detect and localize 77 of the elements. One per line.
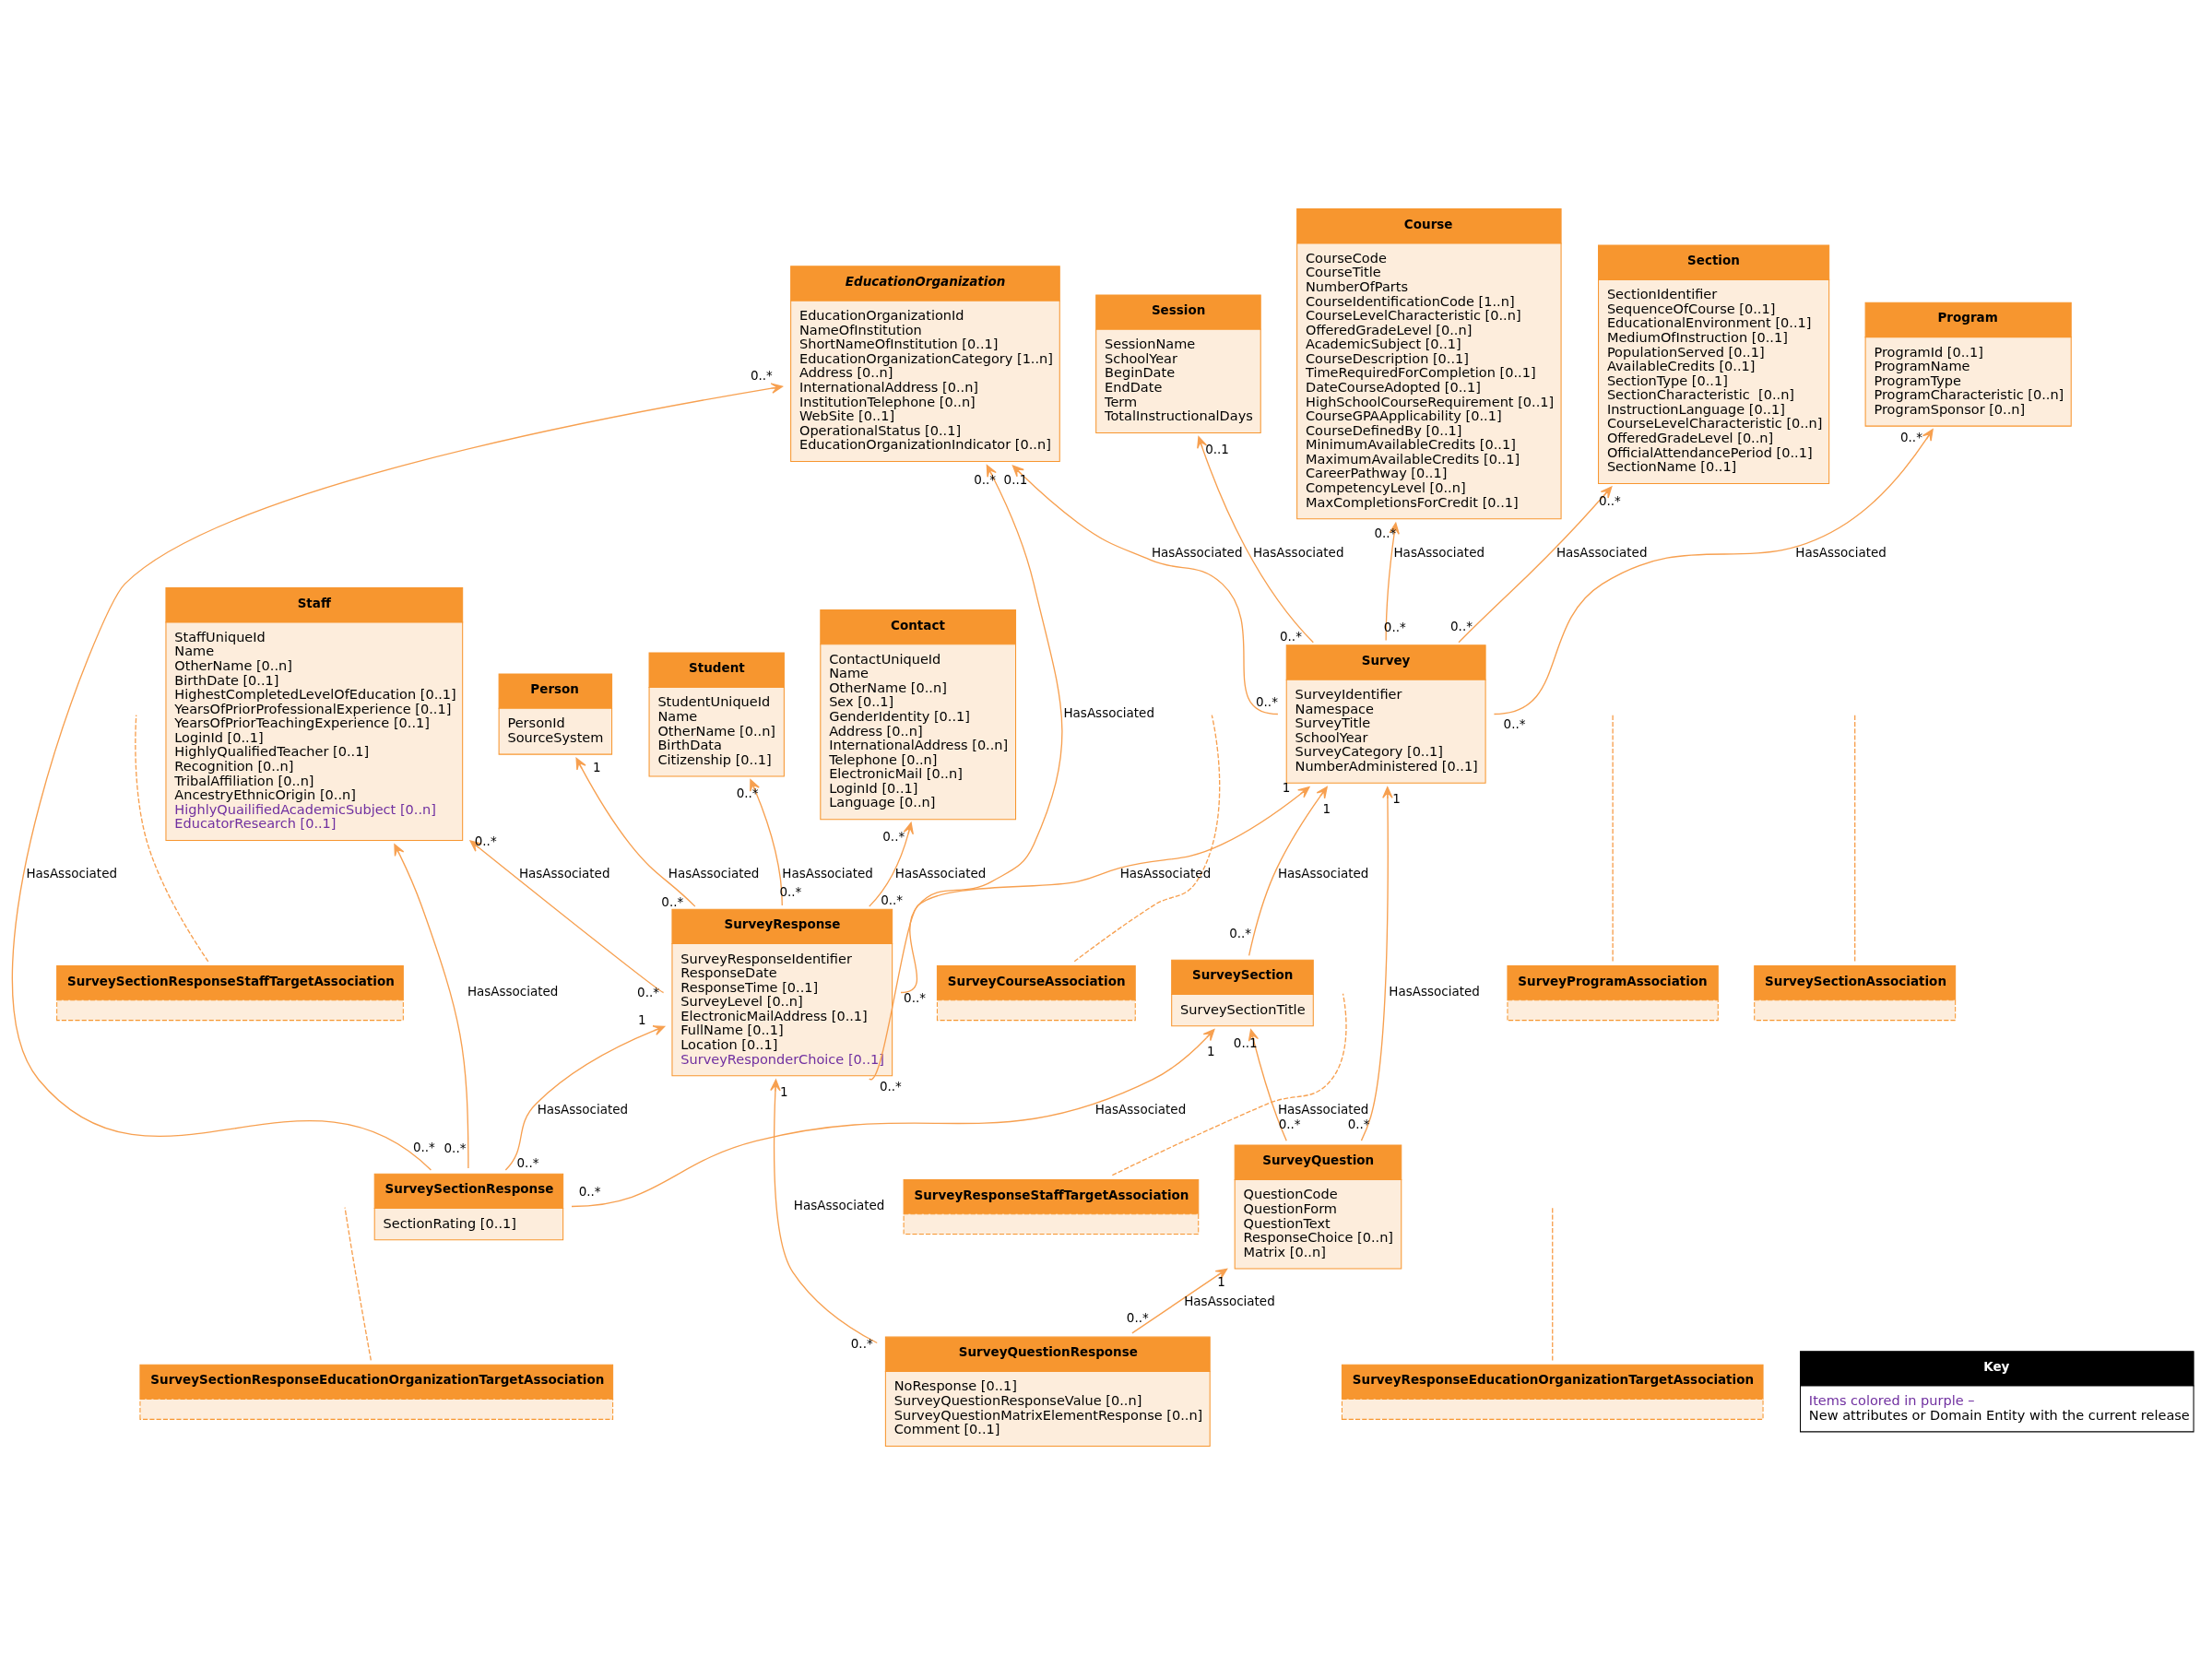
edge-label: HasAssociated <box>1151 544 1242 560</box>
connector <box>134 714 208 963</box>
label: 0..* <box>516 1155 538 1171</box>
edge-label: HasAssociated <box>1392 544 1485 560</box>
label: 0..* <box>1228 925 1251 940</box>
edge-label: HasAssociated <box>1183 1294 1275 1309</box>
edge-label: HasAssociated <box>1252 544 1343 560</box>
connector <box>1611 715 1614 963</box>
label: 1 <box>592 760 601 775</box>
edge-label: HasAssociated <box>1094 1101 1186 1117</box>
label: 0..* <box>1126 1309 1149 1325</box>
label: 0..* <box>636 985 659 1000</box>
arrow <box>1248 1029 1287 1141</box>
label: 0..* <box>1278 1117 1301 1132</box>
label: 1 <box>637 1012 646 1028</box>
arrow <box>1493 429 1934 715</box>
edge-label: HasAssociated <box>25 866 117 881</box>
connector <box>343 1206 372 1362</box>
label: 1 <box>1321 800 1331 816</box>
arrow <box>1248 786 1328 957</box>
label: 1 <box>779 1083 788 1099</box>
label: 0..* <box>1449 618 1473 633</box>
label: 0..* <box>578 1183 601 1199</box>
edge-label: HasAssociated <box>793 1198 884 1212</box>
edge-label: HasAssociated <box>781 866 873 881</box>
label: 0..* <box>1598 493 1621 509</box>
label: 0..* <box>850 1335 873 1351</box>
label: 0..* <box>1279 628 1302 644</box>
edge-label: HasAssociated <box>1277 1101 1368 1117</box>
label: 0..* <box>881 829 905 845</box>
label: 0..1 <box>1233 1034 1258 1050</box>
label: 0..* <box>736 786 759 801</box>
edge-label: HasAssociated <box>1062 705 1154 721</box>
label: 0..* <box>1899 429 1922 444</box>
connector <box>1073 714 1220 963</box>
connector <box>1853 715 1855 963</box>
label: 0..* <box>880 893 903 908</box>
arrow <box>1130 1268 1227 1334</box>
edge-label: HasAssociated <box>1277 866 1368 881</box>
label: 0..* <box>412 1139 435 1154</box>
arrow <box>868 822 914 907</box>
label: 0..* <box>1503 715 1525 731</box>
arrow <box>574 757 696 907</box>
connector <box>1551 1206 1553 1362</box>
arrow <box>868 786 1310 1080</box>
arrow <box>749 778 783 906</box>
label: 0..* <box>903 990 926 1006</box>
arrow <box>1011 465 1279 715</box>
arrow <box>570 1029 1214 1208</box>
edge-label: HasAssociated <box>537 1101 628 1117</box>
edge-label: HasAssociated <box>668 866 759 881</box>
label: 0..1 <box>1003 471 1027 487</box>
arrow <box>1196 436 1314 644</box>
label: 0..* <box>778 883 801 899</box>
edge-label: HasAssociated <box>1119 866 1211 881</box>
label: 0..* <box>660 893 683 909</box>
label: 0..* <box>750 368 773 384</box>
arrow <box>393 844 469 1169</box>
edge-label: HasAssociated <box>894 866 986 881</box>
arrow <box>899 465 1063 994</box>
edge-label: HasAssociated <box>1388 984 1480 999</box>
edge-label: HasAssociated <box>1794 544 1887 560</box>
label: 0..* <box>444 1141 466 1156</box>
label: 1 <box>1391 790 1401 806</box>
edge-label: HasAssociated <box>518 866 609 881</box>
label: 0..* <box>1373 525 1396 540</box>
label: 0..* <box>474 833 497 848</box>
arrow <box>769 1079 878 1344</box>
label: 0..1 <box>1204 442 1229 457</box>
label: 0..* <box>1255 694 1278 710</box>
label: 1 <box>1216 1274 1225 1290</box>
edge-label: HasAssociated <box>467 984 558 999</box>
label: 0..* <box>879 1078 902 1093</box>
arrow <box>504 1025 665 1171</box>
edge-label: HasAssociated <box>1555 544 1647 560</box>
arrow <box>1457 486 1612 644</box>
label: 1 <box>1206 1043 1215 1058</box>
